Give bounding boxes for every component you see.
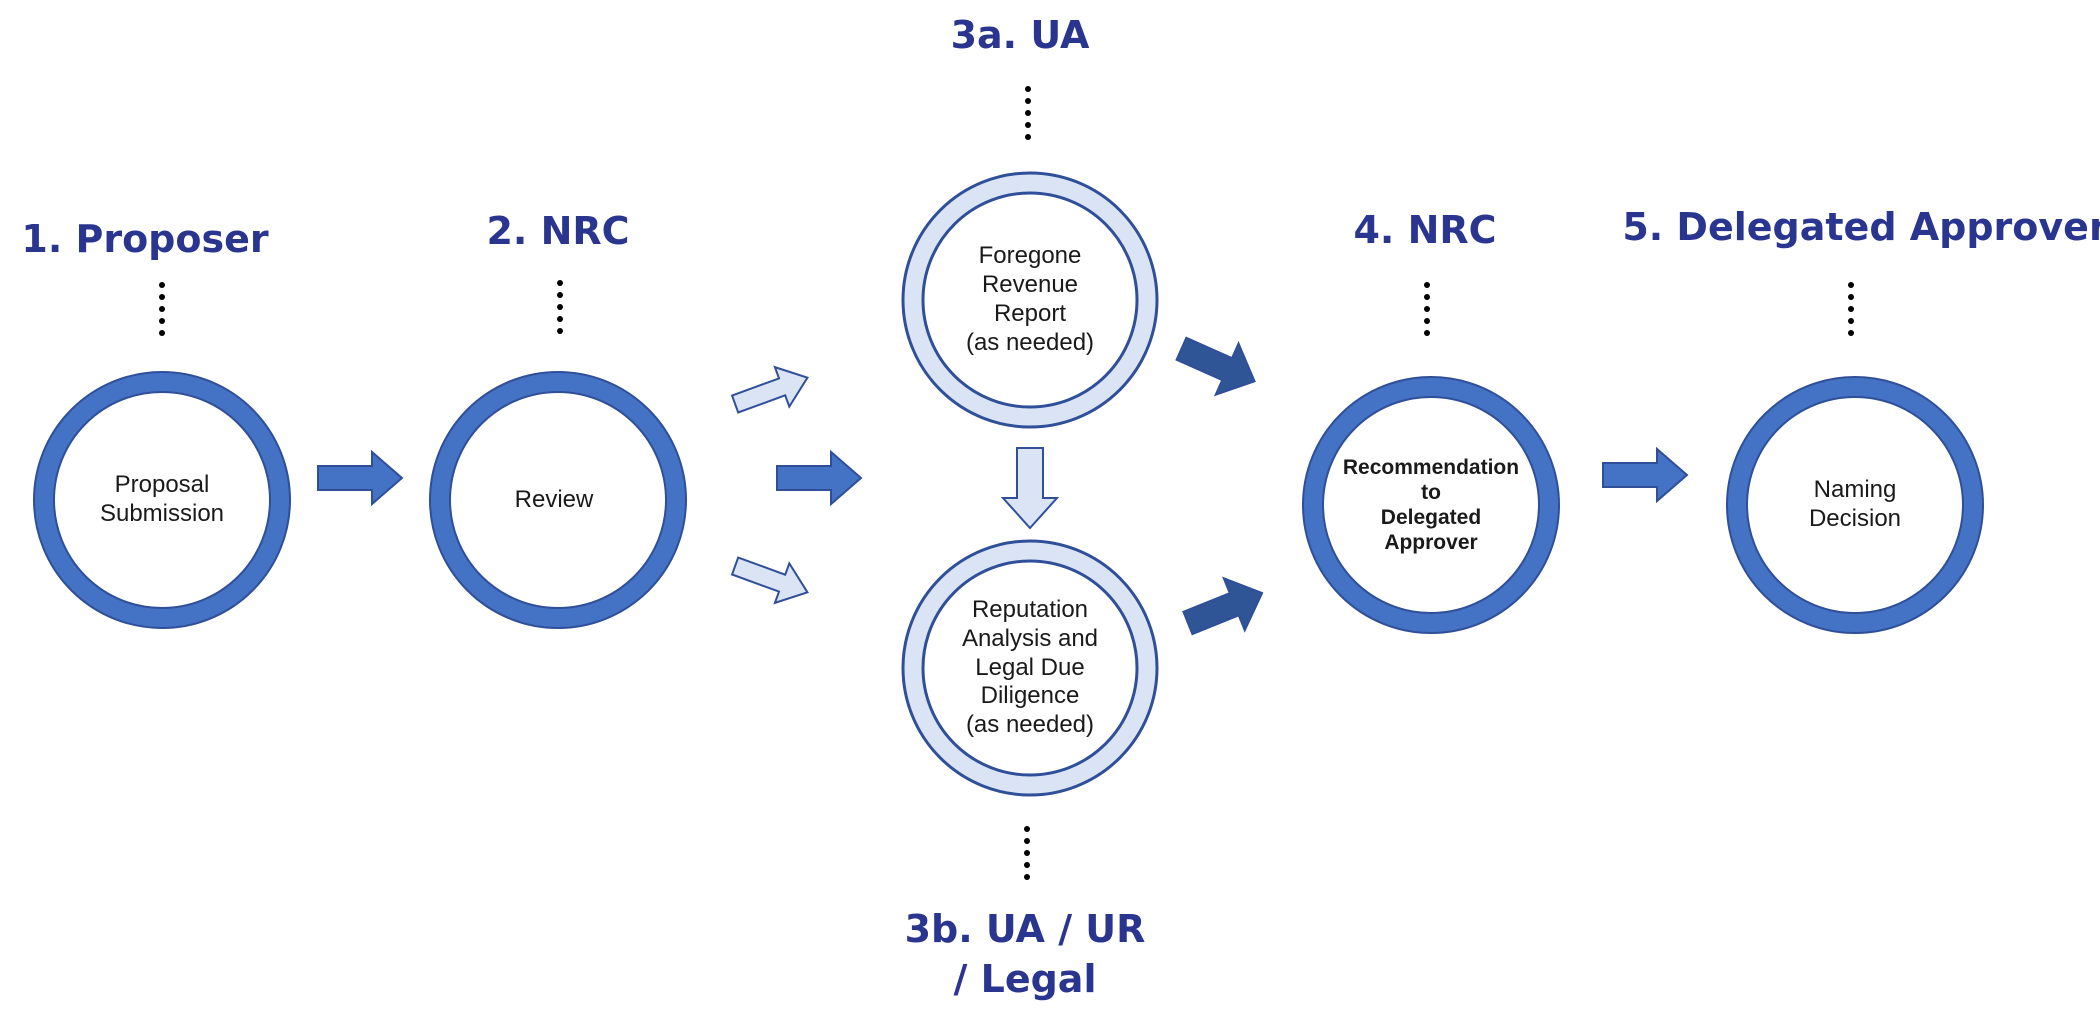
arrow-foregone-to-reputation (1000, 447, 1060, 530)
proposer-dotted-connector-icon (159, 282, 165, 336)
stage-title-nrc-recommend: 4. NRC (1353, 208, 1497, 252)
recommendation-label: Recommendation to Delegated Approver (1342, 455, 1520, 555)
proposal-submission-circle-inner-outline (53, 391, 271, 609)
arrow-review-to-foregone-revenue (730, 365, 809, 414)
naming-decision-circle (1727, 377, 1983, 633)
proposal-submission-label: Proposal Submission (99, 471, 225, 527)
reputation-analysis-circle (903, 541, 1157, 795)
review-circle (430, 372, 686, 628)
delegated-approver-dotted-connector-icon (1848, 282, 1854, 336)
reputation-analysis-label: Reputation Analysis and Legal Due Dilige… (961, 596, 1099, 739)
reputation-analysis-circle-outline (901, 539, 1159, 797)
stage-title-nrc-review: 2. NRC (486, 209, 630, 253)
arrow-reputation-analysis-to-recommendation (1182, 576, 1264, 636)
stage-title-ua-ur-legal: 3b. UA / UR / Legal (904, 907, 1146, 1001)
naming-decision-label: Naming Decision (1808, 476, 1902, 532)
foregone-revenue-circle-outline (901, 171, 1159, 429)
foregone-revenue-circle-inner-outline (921, 191, 1139, 409)
stage-title-proposer: 1. Proposer (21, 217, 269, 261)
review-circle-inner-outline (449, 391, 667, 609)
naming-decision-circle-inner-outline (1746, 396, 1964, 614)
recommendation-circle-inner-outline (1322, 396, 1540, 614)
arrow-recommendation-to-naming-decision (1602, 446, 1689, 504)
arrow-foregone-revenue-to-recommendation (1175, 336, 1256, 397)
stage-title-delegated-approver: 5. Delegated Approver (1622, 205, 2100, 249)
arrow-review-to-reputation-analysis (730, 556, 809, 605)
review-circle-outline (429, 371, 687, 629)
arrow-review-to-center (776, 449, 863, 507)
recommendation-circle-outline (1302, 376, 1560, 634)
arrow-submission-to-review (317, 449, 404, 507)
proposal-submission-circle (34, 372, 290, 628)
proposal-submission-circle-outline (33, 371, 291, 629)
reputation-analysis-circle-inner-outline (921, 559, 1139, 777)
foregone-revenue-label: Foregone Revenue Report (as needed) (965, 242, 1095, 356)
recommendation-circle (1303, 377, 1559, 633)
stage-title-ua: 3a. UA (950, 13, 1090, 57)
ua-ur-legal-dotted-connector-icon (1024, 826, 1030, 880)
nrc-review-dotted-connector-icon (557, 280, 563, 334)
nrc-recommend-dotted-connector-icon (1424, 282, 1430, 336)
naming-decision-circle-outline (1726, 376, 1984, 634)
review-label: Review (514, 485, 594, 513)
foregone-revenue-circle (903, 173, 1157, 427)
ua-dotted-connector-icon (1025, 86, 1031, 140)
